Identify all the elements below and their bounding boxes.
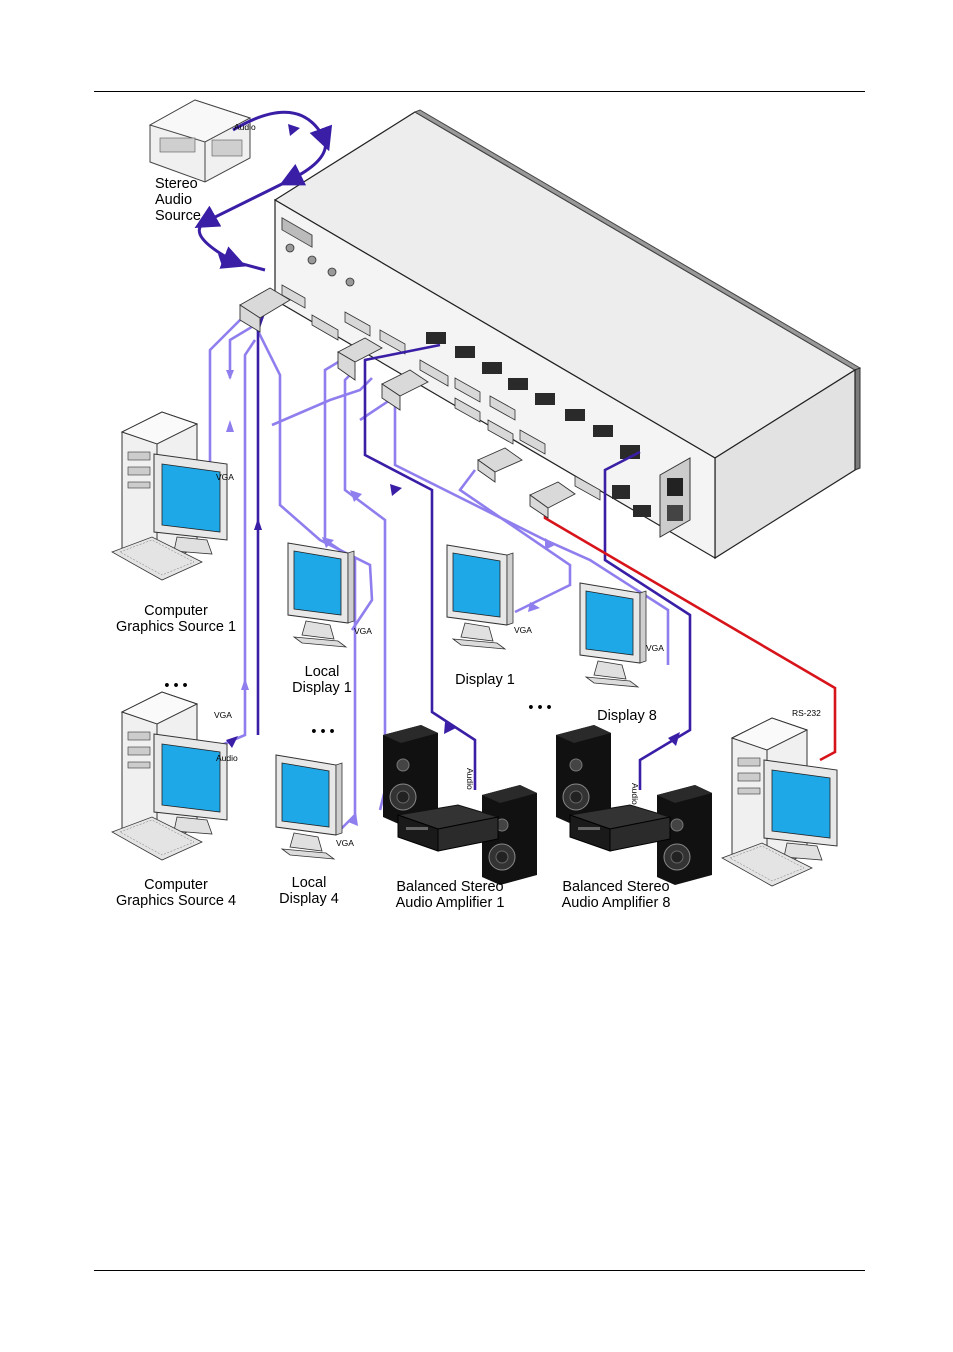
display-8-label: Display 8 xyxy=(597,708,657,724)
ellipsis-local-displays: • • • xyxy=(311,724,334,740)
audio-label-amp-8: Audio xyxy=(630,783,640,805)
ellipsis-computers: • • • xyxy=(164,678,187,694)
vga-label-display-8: VGA xyxy=(646,643,664,653)
amp-8-label-1: Balanced Stereo xyxy=(562,879,669,895)
amplifier-8-set xyxy=(556,725,712,885)
stereo-source-label-2: Audio xyxy=(155,192,192,208)
vga-label-local-display-4: VGA xyxy=(336,838,354,848)
control-pc xyxy=(722,718,837,886)
vga-label-display-1: VGA xyxy=(514,625,532,635)
vga-label-local-display-1: VGA xyxy=(354,626,372,636)
stereo-source-label-1: Stereo xyxy=(155,176,198,192)
stereo-audio-source xyxy=(150,100,250,182)
display-8-monitor xyxy=(580,583,646,687)
source-audio-label: Audio xyxy=(234,122,256,132)
audio-label-amp-1: Audio xyxy=(465,768,475,790)
local-display-1-label-2: Display 1 xyxy=(292,680,352,696)
amp-1-label-2: Audio Amplifier 1 xyxy=(396,895,505,911)
computer-4-label-1: Computer xyxy=(144,877,208,893)
computer-1-label-2: Graphics Source 1 xyxy=(116,619,236,635)
local-display-4-label-2: Display 4 xyxy=(279,891,339,907)
rs232-label: RS-232 xyxy=(792,708,821,718)
local-display-1-label-1: Local xyxy=(305,664,340,680)
audio-label-computer-4: Audio xyxy=(216,753,238,763)
computer-source-4 xyxy=(112,692,227,860)
local-display-4-monitor xyxy=(276,755,342,859)
local-display-4-label-1: Local xyxy=(292,875,327,891)
display-1-monitor xyxy=(447,545,513,649)
amplifier-1-set xyxy=(383,725,537,885)
display-1-label: Display 1 xyxy=(455,672,515,688)
stereo-source-label-3: Source xyxy=(155,208,201,224)
local-display-1-monitor xyxy=(288,543,354,647)
amp-8-label-2: Audio Amplifier 8 xyxy=(562,895,671,911)
amp-1-label-1: Balanced Stereo xyxy=(396,879,503,895)
computer-1-label-1: Computer xyxy=(144,603,208,619)
vga-label-computer-1: VGA xyxy=(216,472,234,482)
computer-4-label-2: Graphics Source 4 xyxy=(116,893,236,909)
vga-label-computer-4: VGA xyxy=(214,710,232,720)
ellipsis-displays: • • • xyxy=(528,700,551,716)
